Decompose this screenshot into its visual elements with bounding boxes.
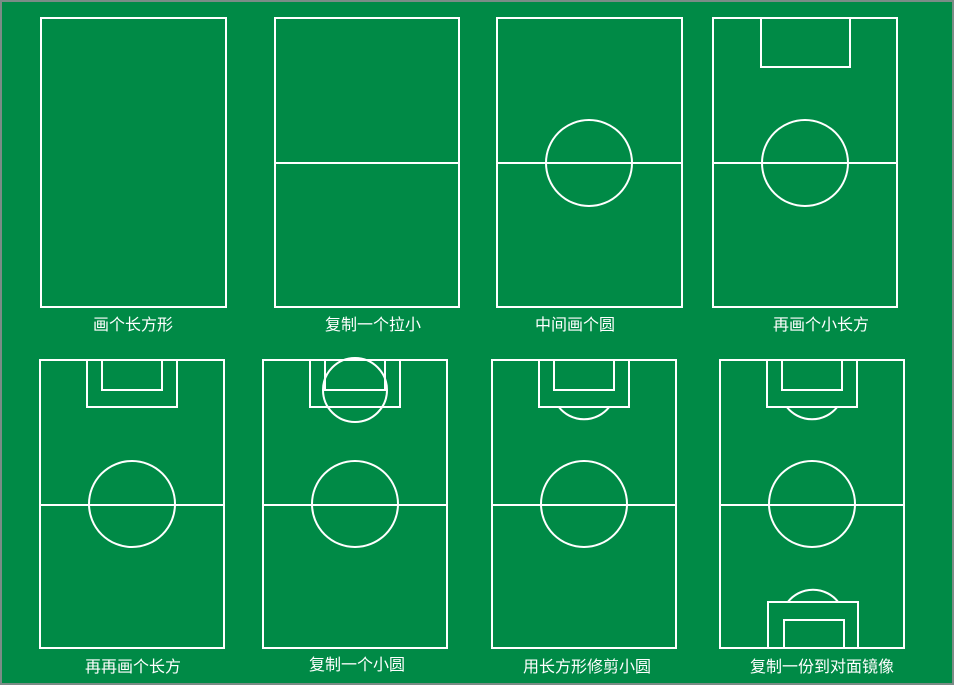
step-1-outline: 画个长方形	[40, 17, 227, 334]
penalty-arc	[558, 406, 610, 421]
goal-area	[101, 359, 163, 391]
step-caption: 复制一个小圆	[309, 655, 405, 674]
center-circle	[768, 460, 856, 548]
step-6-penalty-arc-circle: 复制一个小圆	[262, 357, 448, 674]
penalty-circle	[322, 357, 388, 423]
goal-area-bottom	[783, 619, 845, 649]
step-caption: 用长方形修剪小圆	[523, 657, 651, 676]
field-outline	[40, 17, 227, 308]
step-4-goal-area: 再画个小长方	[712, 17, 898, 334]
goal-area	[324, 359, 386, 391]
step-7-penalty-arc-trimmed: 用长方形修剪小圆	[491, 359, 677, 676]
goal-area-top	[781, 359, 843, 391]
penalty-arc-bottom	[787, 588, 839, 603]
step-caption: 复制一份到对面镜像	[750, 657, 894, 676]
step-5-penalty-area: 再再画个长方	[39, 359, 225, 676]
center-circle	[761, 119, 849, 207]
center-circle	[545, 119, 633, 207]
step-caption: 再画个小长方	[773, 315, 869, 334]
step-caption: 画个长方形	[93, 315, 173, 334]
goal-area	[760, 17, 851, 68]
step-2-halfway-line: 复制一个拉小	[274, 17, 460, 334]
step-caption: 中间画个圆	[535, 315, 615, 334]
step-3-center-circle: 中间画个圆	[496, 17, 683, 334]
step-8-mirrored: 复制一份到对面镜像	[719, 359, 905, 676]
center-circle	[88, 460, 176, 548]
center-circle	[540, 460, 628, 548]
penalty-arc-top	[786, 406, 838, 421]
goal-area	[553, 359, 615, 391]
step-caption: 复制一个拉小	[325, 315, 421, 334]
step-caption: 再再画个长方	[85, 657, 181, 676]
center-circle	[311, 460, 399, 548]
